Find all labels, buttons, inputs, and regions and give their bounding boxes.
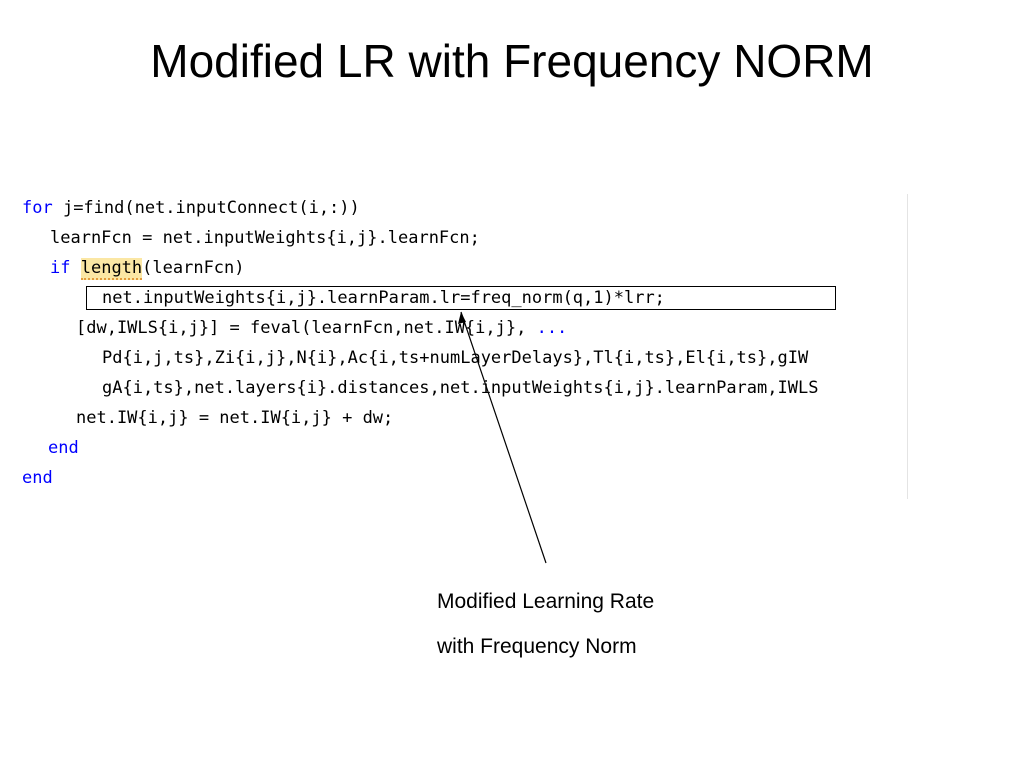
continuation-ellipsis: ...: [536, 318, 568, 338]
editor-margin-line: [907, 194, 908, 499]
highlighted-length-function: length: [80, 258, 143, 280]
code-line-6: Pd{i,j,ts},Zi{i,j},N{i},Ac{i,ts+numLayer…: [102, 348, 808, 368]
keyword-if: if: [50, 258, 71, 278]
code-line-7: gA{i,ts},net.layers{i}.distances,net.inp…: [102, 378, 818, 398]
code-line-5: [dw,IWLS{i,j}] = feval(learnFcn,net.IW{i…: [76, 318, 567, 338]
code-editor-panel: for j=find(net.inputConnect(i,:)) learnF…: [0, 192, 1024, 502]
annotation-line-2: with Frequency Norm: [437, 635, 637, 658]
keyword-end: end: [48, 438, 79, 458]
code-text: j=find(net.inputConnect(i,:)): [52, 198, 360, 218]
code-line-4-modified-lr: net.inputWeights{i,j}.learnParam.lr=freq…: [102, 288, 665, 308]
code-line-8: net.IW{i,j} = net.IW{i,j} + dw;: [76, 408, 393, 428]
annotation-line-1: Modified Learning Rate: [437, 590, 655, 613]
code-line-1: for j=find(net.inputConnect(i,:)): [22, 198, 360, 218]
keyword-end: end: [22, 468, 53, 488]
code-text: learnFcn = net.inputWeights{i,j}.learnFc…: [50, 228, 480, 248]
code-text: gA{i,ts},net.layers{i}.distances,net.inp…: [102, 378, 819, 398]
code-line-9: end: [48, 438, 79, 458]
code-line-3: if length(learnFcn): [50, 258, 245, 280]
keyword-for: for: [22, 198, 53, 218]
code-text: (learnFcn): [142, 258, 245, 278]
slide-title: Modified LR with Frequency NORM: [150, 35, 874, 87]
code-text: net.inputWeights{i,j}.learnParam.lr=freq…: [102, 288, 665, 308]
code-text: Pd{i,j,ts},Zi{i,j},N{i},Ac{i,ts+numLayer…: [102, 348, 809, 368]
code-text: [dw,IWLS{i,j}] = feval(learnFcn,net.IW{i…: [76, 318, 537, 338]
highlight-box: [86, 286, 836, 310]
code-text: net.IW{i,j} = net.IW{i,j} + dw;: [76, 408, 394, 428]
code-line-2: learnFcn = net.inputWeights{i,j}.learnFc…: [50, 228, 480, 248]
code-line-10: end: [22, 468, 53, 488]
